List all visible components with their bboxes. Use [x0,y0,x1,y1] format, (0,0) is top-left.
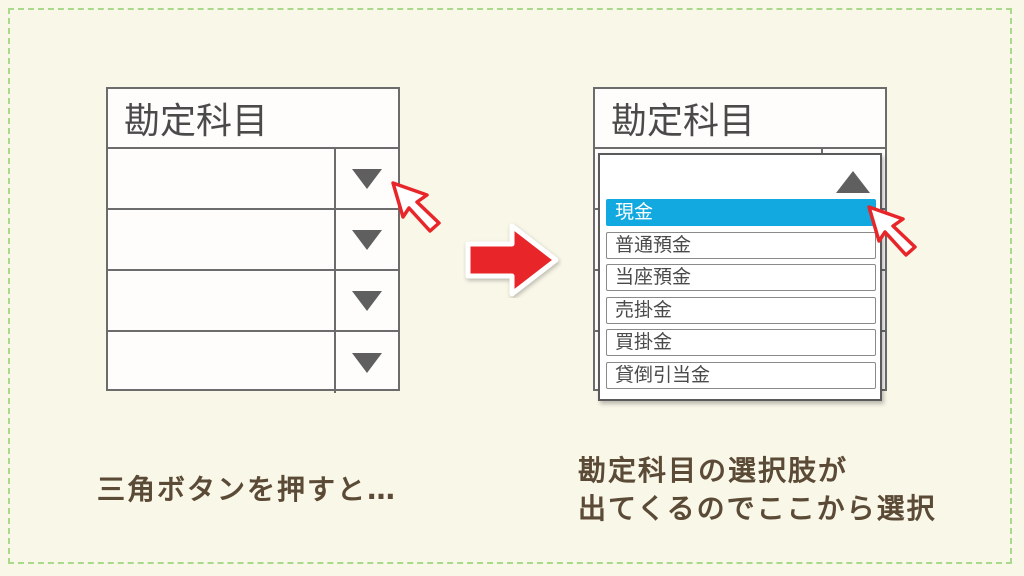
dropdown-button[interactable] [334,149,398,208]
table-row [108,332,398,393]
triangle-down-icon [352,168,382,189]
table-row [108,271,398,332]
table-row [108,210,398,271]
option-list: 現金 普通預金 当座預金 売掛金 買掛金 貸倒引当金 [606,199,876,394]
account-dropdown-list[interactable]: 現金 普通預金 当座預金 売掛金 買掛金 貸倒引当金 [598,153,882,401]
table-row [108,149,398,210]
dropdown-button[interactable] [334,332,398,393]
table-header: 勘定科目 [595,89,885,149]
caption-left: 三角ボタンを押すと… [97,473,398,506]
triangle-down-icon [352,352,382,373]
pointer-arrow-icon [391,181,441,233]
account-table-closed: 勘定科目 [106,87,400,393]
option-current-deposit[interactable]: 当座預金 [606,264,876,291]
caption-right-line1: 勘定科目の選択肢が [578,454,849,487]
dropdown-button[interactable] [334,210,398,269]
right-arrow-icon [465,223,559,297]
dashed-frame [8,8,1012,564]
dropdown-button[interactable] [334,271,398,330]
option-accounts-payable[interactable]: 買掛金 [606,329,876,356]
triangle-down-icon [352,229,382,250]
option-ordinary-deposit[interactable]: 普通預金 [606,231,876,259]
pointer-arrow-icon [867,205,917,257]
triangle-down-icon [352,290,382,311]
option-accounts-receivable[interactable]: 売掛金 [606,296,876,324]
table-header: 勘定科目 [108,89,398,149]
triangle-up-icon[interactable] [836,171,870,193]
option-allowance-doubtful[interactable]: 貸倒引当金 [606,361,876,389]
caption-right: 勘定科目の選択肢が 出てくるのでここから選択 [578,452,937,528]
caption-right-line2: 出てくるのでここから選択 [578,492,937,525]
option-cash[interactable]: 現金 [606,199,876,226]
